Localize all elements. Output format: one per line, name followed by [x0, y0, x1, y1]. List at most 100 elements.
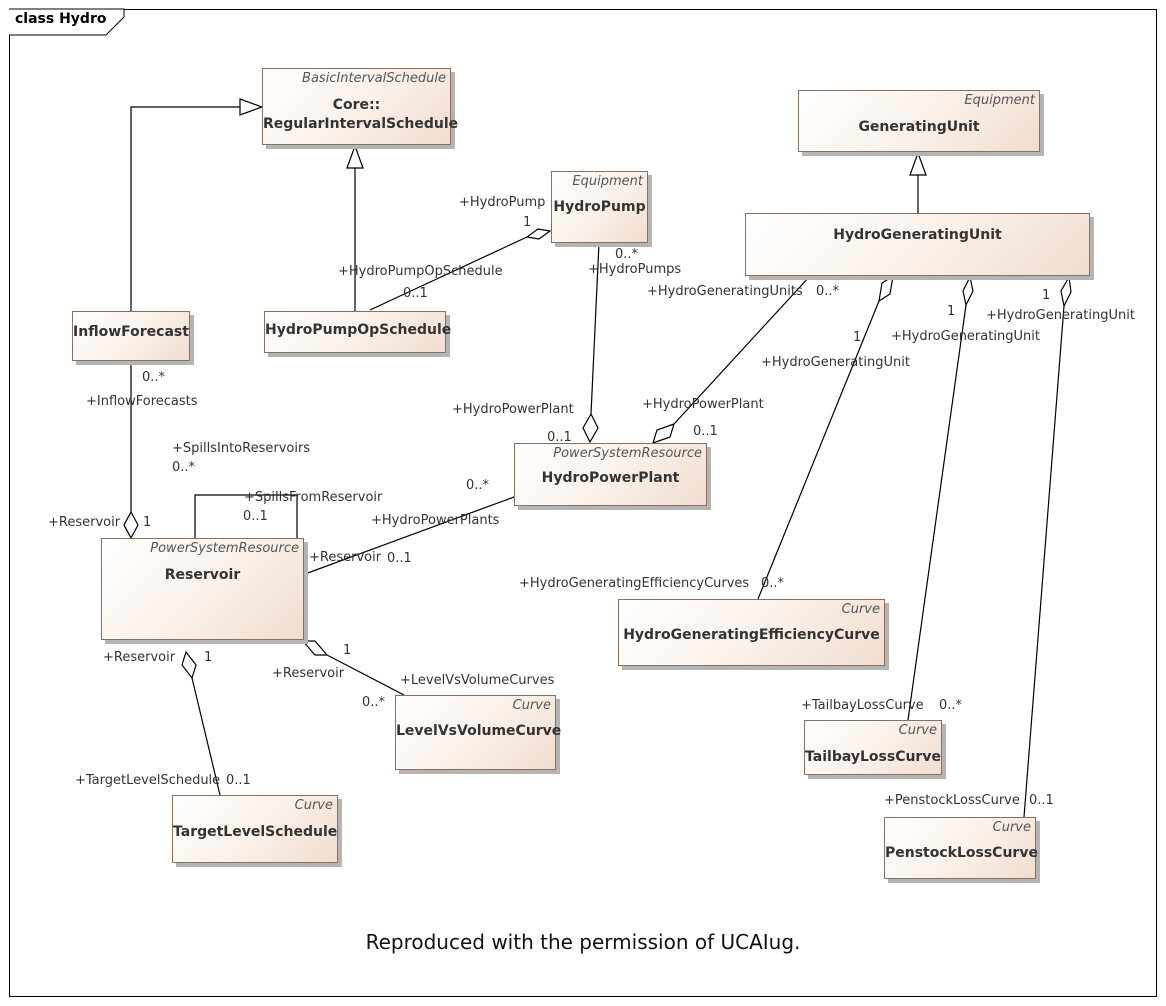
permission-caption: Reproduced with the permission of UCAIug… [365, 930, 801, 954]
aggregation-diamond [301, 640, 329, 656]
class-hydro-power-plant: PowerSystemResource HydroPowerPlant [514, 443, 707, 506]
class-hydro-generating-unit: HydroGeneratingUnit [745, 213, 1090, 276]
class-name: HydroGeneratingUnit [833, 227, 1002, 243]
multiplicity-label: 0..* [615, 247, 639, 262]
multiplicity-label: 1 [1042, 288, 1051, 303]
class-generating-unit: Equipment GeneratingUnit [798, 90, 1040, 152]
role-label: +HydroGeneratingEfficiencyCurves [519, 576, 750, 591]
stereotype-label: BasicIntervalSchedule [302, 71, 446, 86]
class-target-level-schedule: Curve TargetLevelSchedule [172, 795, 338, 863]
frame-name-tab [9, 8, 125, 36]
stereotype-label: Equipment [964, 93, 1035, 108]
aggregation-diamond [878, 274, 894, 303]
stereotype-label: Curve [512, 698, 551, 713]
multiplicity-label: 1 [947, 304, 956, 319]
role-label: +HydroGeneratingUnits [647, 284, 803, 299]
multiplicity-label: 1 [143, 515, 152, 530]
multiplicity-label: 0..* [362, 695, 386, 710]
class-name: PenstockLossCurve [885, 845, 1038, 861]
multiplicity-label: 0..1 [226, 773, 251, 788]
multiplicity-label: 0..* [142, 370, 166, 385]
reservoir-level-association [326, 654, 405, 696]
multiplicity-label: 0..1 [403, 286, 428, 301]
stereotype-label: Curve [992, 820, 1031, 835]
generalization-arrowhead [909, 151, 927, 176]
multiplicity-label: 0..* [761, 576, 785, 591]
multiplicity-label: 0..1 [1029, 793, 1054, 808]
class-name: Reservoir [164, 567, 241, 583]
role-label: +InflowForecasts [86, 394, 198, 409]
reservoir-spills-association [194, 494, 298, 538]
aggregation-diamond [525, 228, 552, 240]
role-label: +HydroPowerPlant [642, 397, 764, 412]
multiplicity-label: 0..1 [387, 551, 412, 566]
role-label: +HydroGeneratingUnit [891, 329, 1040, 344]
frame-title: class Hydro [15, 11, 107, 27]
multiplicity-label: 0..1 [243, 509, 268, 524]
role-label: +TargetLevelSchedule [75, 773, 221, 788]
multiplicity-label: 1 [523, 215, 532, 230]
role-label: +PenstockLossCurve [884, 793, 1020, 808]
unit-efficiency-association [757, 300, 880, 600]
role-label: +Reservoir [103, 650, 176, 665]
stereotype-label: Equipment [572, 174, 643, 189]
role-label: +TailbayLossCurve [801, 698, 924, 713]
class-name: LevelVsVolumeCurve [396, 723, 562, 739]
multiplicity-label: 0..* [172, 460, 196, 475]
role-label: +HydroPowerPlant [452, 402, 574, 417]
class-penstock-loss-curve: Curve PenstockLossCurve [884, 817, 1038, 879]
role-label: +LevelVsVolumeCurves [400, 673, 555, 688]
multiplicity-label: 0..* [466, 478, 490, 493]
aggregation-diamond [962, 275, 974, 307]
stereotype-label: Curve [841, 602, 880, 617]
role-label: +HydroPump [459, 195, 546, 210]
unit-tailbay-association [907, 304, 967, 721]
multiplicity-label: 0..* [939, 698, 963, 713]
multiplicity-label: 1 [204, 650, 213, 665]
multiplicity-label: 0..1 [547, 430, 572, 445]
pump-opschedule-association [369, 236, 528, 311]
class-inflow-forecast: InflowForecast [72, 311, 190, 361]
aggregation-diamond [652, 423, 675, 444]
multiplicity-label: 0..1 [693, 424, 718, 439]
role-label: +Reservoir [309, 550, 382, 565]
unit-penstock-association [1023, 305, 1065, 818]
class-name: HydroGeneratingEfficiencyCurve [623, 627, 880, 643]
role-label: +HydroGeneratingUnit [761, 355, 910, 370]
unit-plant-association [673, 275, 811, 425]
class-name: InflowForecast [73, 324, 189, 340]
multiplicity-label: 0..* [816, 284, 840, 299]
role-label: +HydroGeneratingUnit [986, 308, 1135, 323]
class-name: TargetLevelSchedule [173, 824, 338, 840]
reservoir-plant-association [304, 496, 515, 575]
role-label: +HydroPowerPlants [371, 513, 500, 528]
pump-plant-association [590, 242, 600, 415]
multiplicity-label: 1 [853, 330, 862, 345]
reservoir-target-association [191, 677, 221, 796]
stereotype-label: Curve [294, 798, 333, 813]
class-hydro-generating-efficiency-curve: Curve HydroGeneratingEfficiencyCurve [618, 599, 885, 666]
class-level-vs-volume-curve: Curve LevelVsVolumeCurve [395, 695, 562, 770]
class-regular-interval-schedule: BasicIntervalSchedule Core:: RegularInte… [262, 68, 459, 145]
multiplicity-label: 1 [343, 643, 352, 658]
class-name: TailbayLossCurve [805, 749, 941, 765]
diagram-frame [9, 9, 1157, 997]
class-name: HydroPumpOpSchedule [265, 322, 452, 338]
aggregation-diamond [123, 510, 139, 540]
stereotype-label: Curve [898, 723, 937, 738]
class-hydro-pump-op-schedule: HydroPumpOpSchedule [264, 311, 452, 353]
aggregation-diamond [582, 412, 599, 444]
generalization-arrowhead [239, 98, 264, 116]
aggregation-diamond [1060, 275, 1072, 308]
generalization-arrowhead [346, 144, 364, 169]
aggregation-diamond [181, 650, 197, 680]
class-name: HydroPump [553, 199, 646, 215]
inflow-forecast-generalization [130, 106, 240, 311]
class-name-line2: RegularIntervalSchedule [263, 116, 459, 132]
stereotype-label: PowerSystemResource [553, 446, 702, 461]
role-label: +Reservoir [48, 515, 121, 530]
role-label: +SpillsIntoReservoirs [172, 441, 311, 456]
class-name: HydroPowerPlant [541, 470, 680, 486]
class-reservoir: PowerSystemResource Reservoir [101, 538, 304, 640]
